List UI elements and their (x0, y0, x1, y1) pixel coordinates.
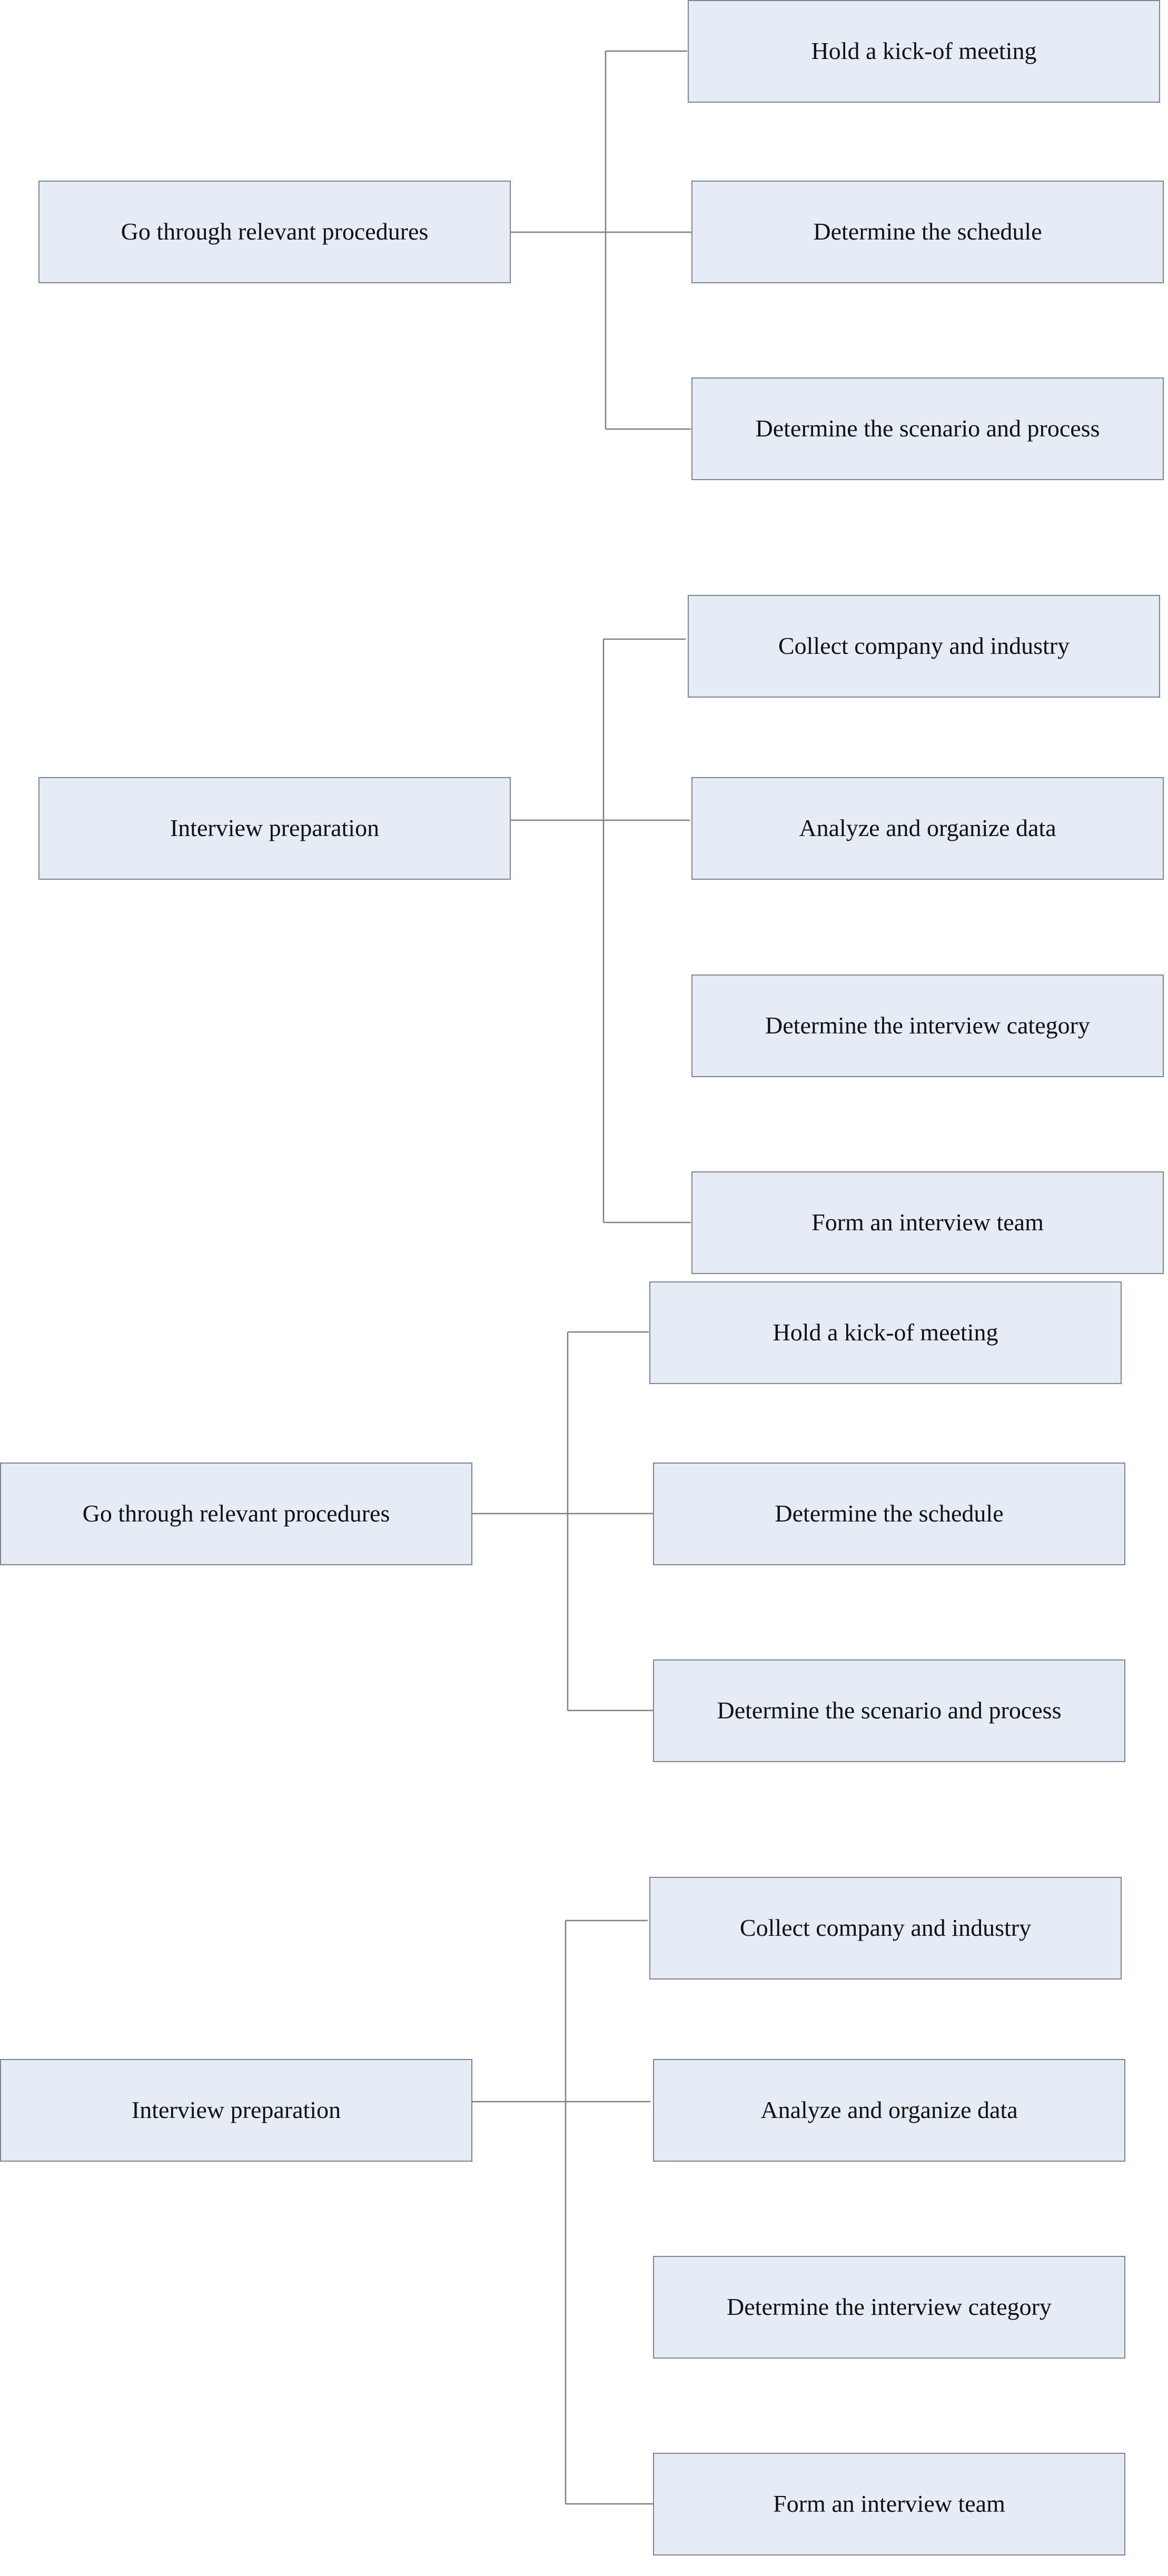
group-1-child-box-2: Determine the schedule (691, 181, 1164, 283)
group-3-child-box-1: Hold a kick-of meeting (649, 1281, 1122, 1384)
group-4-child-box-1: Collect company and industry (649, 1877, 1122, 1980)
group-3-parent-box: Go through relevant procedures (0, 1463, 472, 1565)
group-4-child-box-2: Analyze and organize data (653, 2059, 1125, 2162)
group-1-parent-box: Go through relevant procedures (38, 181, 511, 283)
group-2-child-box-2: Analyze and organize data (691, 777, 1164, 880)
group-4-parent-box: Interview preparation (0, 2059, 472, 2162)
group-3-child-box-3: Determine the scenario and process (653, 1659, 1125, 1762)
group-2-child-box-4: Form an interview team (691, 1171, 1164, 1274)
group-4-child-box-3: Determine the interview category (653, 2256, 1125, 2359)
group-2-child-box-3: Determine the interview category (691, 974, 1164, 1077)
group-2-parent-box: Interview preparation (38, 777, 511, 880)
group-3-child-box-2: Determine the schedule (653, 1463, 1125, 1565)
group-1-child-box-3: Determine the scenario and process (691, 377, 1164, 480)
group-2-child-box-1: Collect company and industry (688, 595, 1160, 698)
group-1-child-box-1: Hold a kick-of meeting (688, 0, 1160, 103)
group-4-child-box-4: Form an interview team (653, 2453, 1125, 2555)
